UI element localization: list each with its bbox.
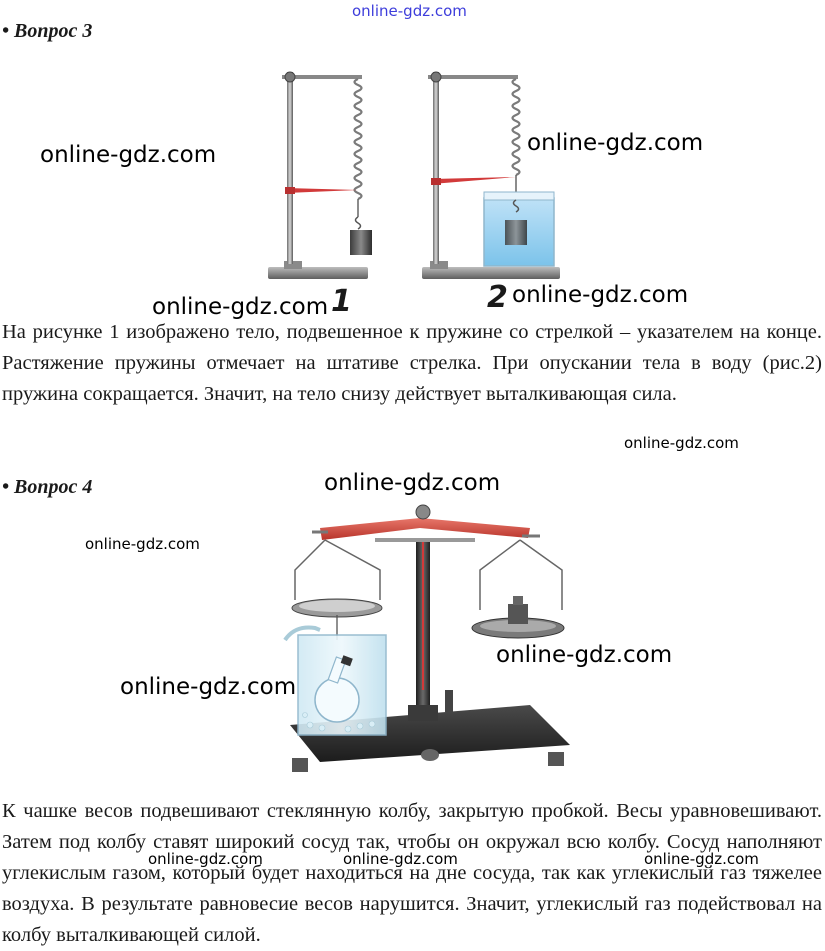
question-3-text: На рисунке 1 изображено тело, подвешенно… — [2, 321, 822, 405]
watermark-6: online-gdz.com — [324, 470, 501, 496]
watermark-2: online-gdz.com — [527, 130, 704, 156]
watermark-12: online-gdz.com — [644, 850, 759, 868]
question-3-heading: • Вопрос 3 — [2, 20, 93, 42]
stand-2 — [422, 71, 560, 279]
watermark-4: online-gdz.com — [512, 282, 689, 308]
spring-figure — [268, 71, 560, 279]
watermark-5: online-gdz.com — [624, 434, 739, 452]
watermark-7: online-gdz.com — [85, 535, 200, 553]
watermark-8: online-gdz.com — [496, 642, 673, 668]
figure-2-number: 2 — [487, 280, 508, 315]
watermark-1: online-gdz.com — [40, 142, 217, 168]
watermark-9: online-gdz.com — [120, 674, 297, 700]
watermark-11: online-gdz.com — [343, 850, 458, 868]
watermark-top: online-gdz.com — [352, 2, 467, 20]
figure-1-number: 1 — [331, 284, 352, 319]
watermark-3: online-gdz.com — [152, 294, 329, 320]
question-4-text: К чашке весов подвешивают стеклянную кол… — [2, 800, 822, 946]
question-4-heading: • Вопрос 4 — [2, 476, 93, 498]
stand-1 — [268, 71, 372, 279]
watermark-10: online-gdz.com — [148, 850, 263, 868]
balance-figure — [283, 504, 570, 772]
